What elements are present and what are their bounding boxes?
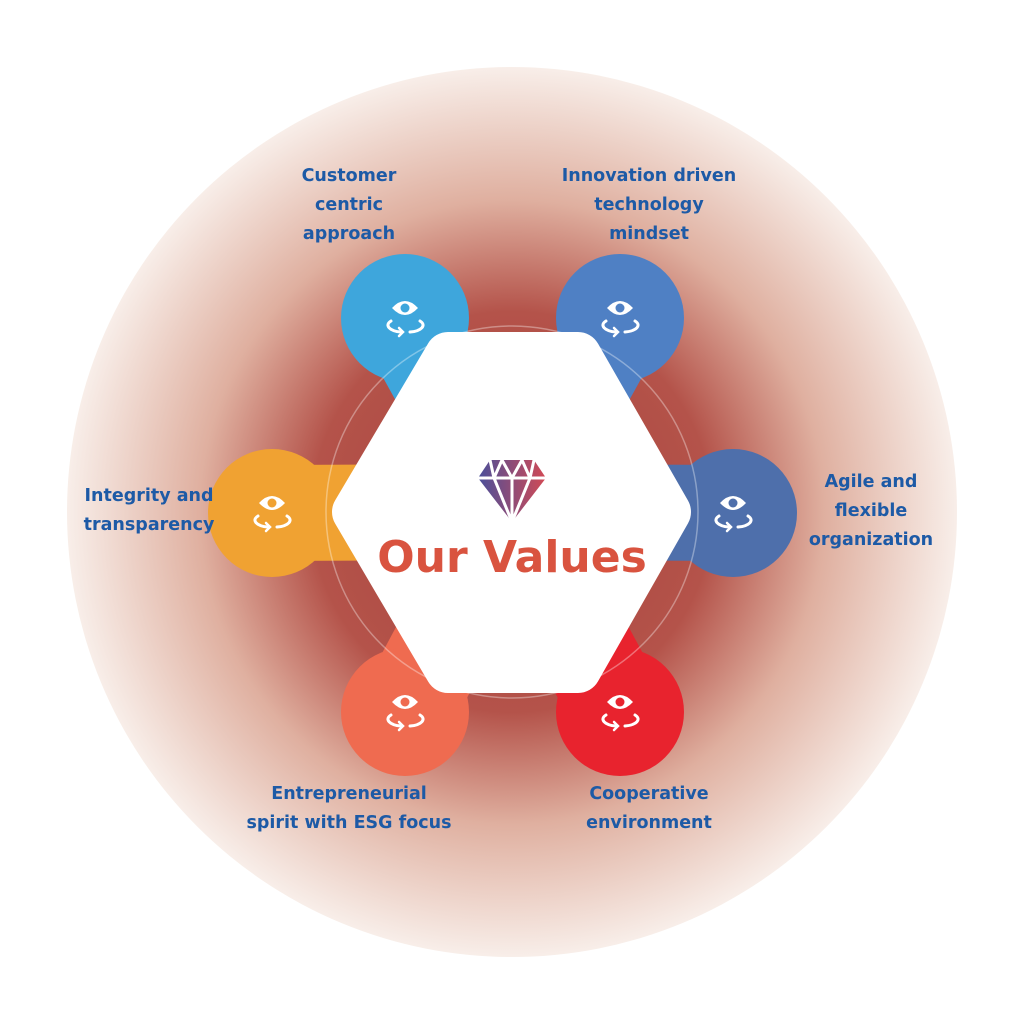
value-label-line: Innovation driven — [561, 166, 737, 186]
value-label: Agile and flexible organization — [751, 468, 991, 555]
value-label-line: Cooperative — [589, 784, 709, 804]
value-label: Cooperative environment — [529, 780, 769, 838]
value-label-line: Customer — [301, 166, 397, 186]
value-label-line: transparency — [83, 515, 215, 535]
value-label-line: spirit with ESG focus — [246, 813, 452, 833]
value-label-line: environment — [586, 813, 712, 833]
value-label-line: approach — [302, 224, 396, 244]
value-label-line: technology — [594, 195, 704, 215]
diagram-title: Our Values — [377, 532, 647, 583]
guide-ring — [325, 325, 699, 699]
value-label-line: flexible — [834, 501, 908, 521]
value-label-line: mindset — [609, 224, 689, 244]
value-label-line: centric — [314, 195, 384, 215]
value-label: Entrepreneurial spirit with ESG focus — [229, 780, 469, 838]
value-label: Innovation driven technology mindset — [529, 162, 769, 249]
value-label-line: Integrity and — [84, 486, 214, 506]
diamond-icon — [478, 459, 546, 526]
value-label-line: Entrepreneurial — [271, 784, 427, 804]
value-label: Integrity and transparency — [29, 482, 269, 540]
value-label-line: Agile and — [824, 472, 918, 492]
value-label-line: organization — [808, 530, 934, 550]
value-label: Customer centric approach — [229, 162, 469, 249]
